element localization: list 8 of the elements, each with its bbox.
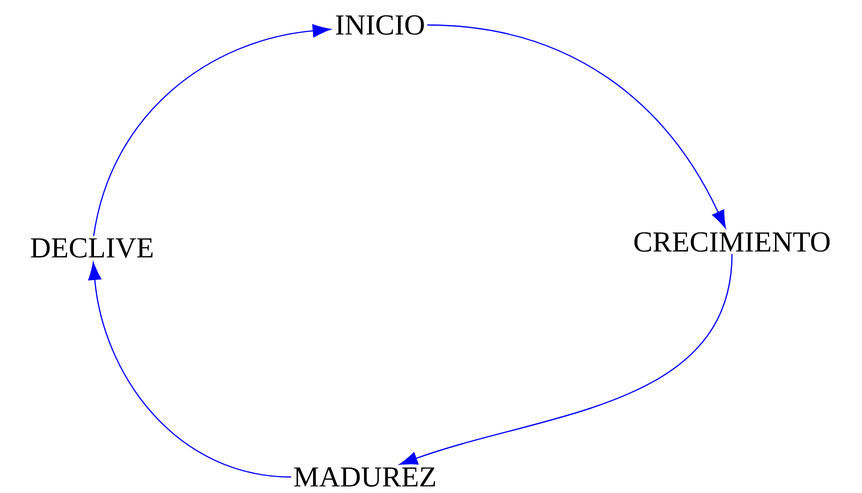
arrow [427,24,726,228]
arrow [88,262,292,478]
arrow [400,254,733,465]
stage-label: MADUREZ [294,467,436,487]
stage-label: DECLIVE [30,238,153,258]
stage-label: CRECIMIENTO [634,232,830,252]
arrow [93,24,331,236]
stage-label: INICIO [336,15,424,35]
